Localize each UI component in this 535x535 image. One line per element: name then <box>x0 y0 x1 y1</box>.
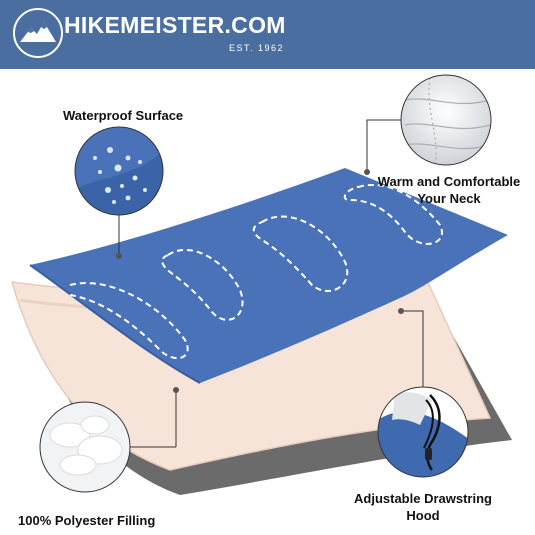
drawstring-hood-line2: Hood <box>406 508 440 523</box>
mountain-logo-icon <box>13 8 63 58</box>
warm-comfortable-line2: Your Neck <box>417 191 481 206</box>
brand-established: EST. 1962 <box>229 43 285 53</box>
polyester-filling-label: 100% Polyester Filling <box>18 513 156 528</box>
neck-quilting-detail-icon <box>400 74 492 166</box>
brand-name: HIKEMEISTER.COM <box>64 12 286 38</box>
drawstring-hood-label: Adjustable Drawstring Hood <box>340 490 506 524</box>
warm-comfortable-label: Warm and Comfortable Your Neck <box>368 173 530 207</box>
waterproof-surface-label: Waterproof Surface <box>63 108 184 123</box>
warm-comfortable-line1: Warm and Comfortable <box>377 174 521 189</box>
blue-fabric-layer <box>30 168 508 383</box>
polyester-filling-detail-icon <box>39 401 131 493</box>
waterproof-detail-icon <box>74 126 164 216</box>
drawstring-hood-detail-icon <box>377 386 469 478</box>
drawstring-hood-line1: Adjustable Drawstring <box>354 491 492 506</box>
brand-header: HIKEMEISTER.COM EST. 1962 <box>0 0 535 69</box>
